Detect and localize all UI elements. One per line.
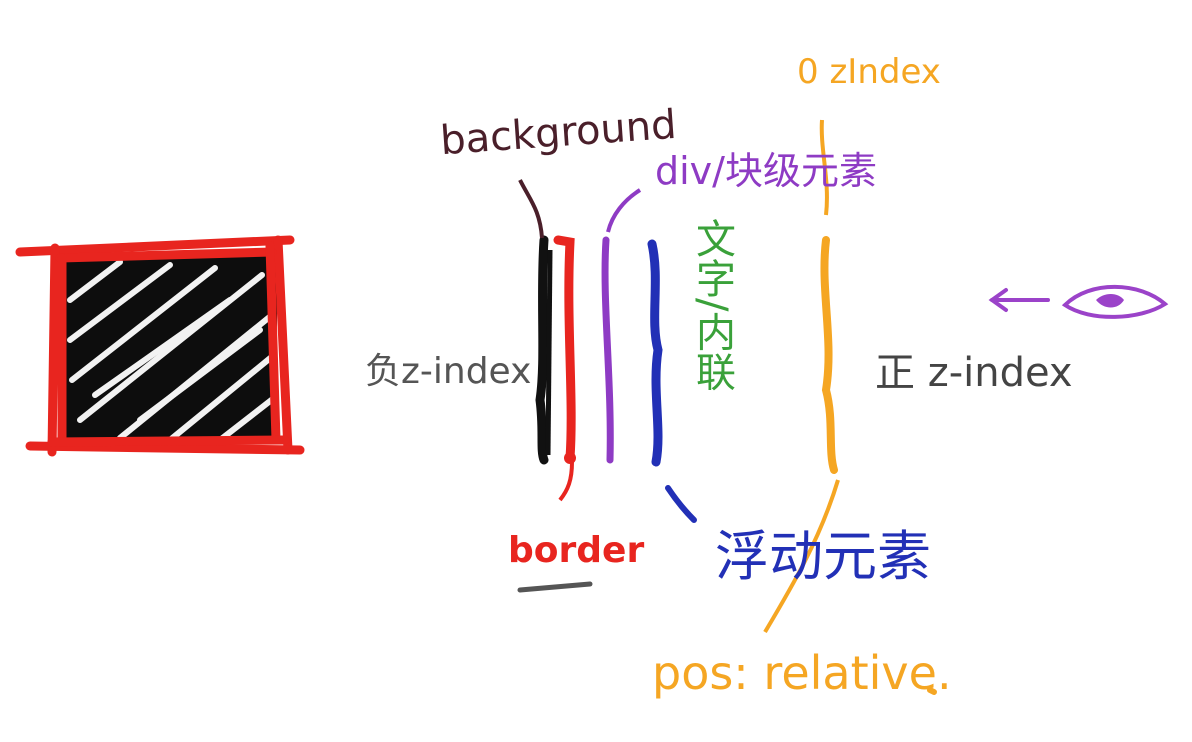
div-connector — [606, 188, 642, 233]
zero-zindex-label: 0 zIndex — [797, 52, 941, 92]
arrow-left-icon — [988, 288, 1050, 312]
positive-zindex-label: 正 z-index — [875, 350, 1073, 396]
border-label: border — [508, 530, 645, 571]
border-underline — [517, 581, 593, 593]
text-inline-label: 文字/内联 — [689, 218, 735, 392]
relative-connector — [763, 479, 840, 634]
border-layer-line — [553, 235, 576, 463]
float-layer-line — [647, 239, 663, 467]
scribbled-box-icon — [15, 235, 305, 457]
position-relative-label: pos: relative. — [652, 646, 952, 700]
positioned-layer-line — [820, 236, 838, 474]
div-block-label: div/块级元素 — [655, 149, 877, 193]
border-connector — [558, 461, 574, 502]
float-connector — [665, 485, 697, 523]
float-label: 浮动元素 — [715, 525, 931, 588]
negative-zindex-label: 负z-index — [365, 351, 532, 392]
background-connector — [518, 179, 544, 239]
zero-connector — [819, 119, 829, 216]
block-layer-line — [601, 236, 614, 464]
background-layer-line — [535, 235, 549, 465]
eye-icon — [1061, 284, 1169, 319]
